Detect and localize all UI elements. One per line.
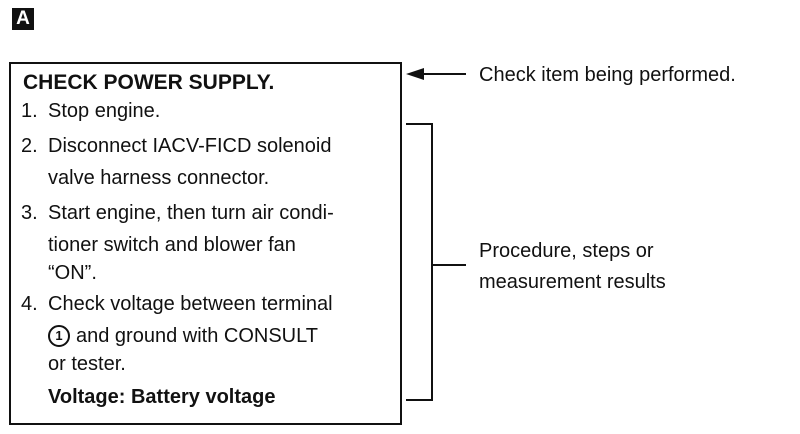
step-number: 3. — [21, 202, 38, 224]
step-text: and ground with CONSULT — [76, 325, 318, 347]
procedure-callout: Procedure, steps or measurement results — [479, 236, 666, 298]
step-2: 2. Disconnect IACV-FICD solenoid — [21, 133, 331, 160]
step-2-continuation: valve harness connector. — [48, 167, 270, 189]
step-number: 1. — [21, 100, 38, 122]
step-3-continuation: “ON”. — [48, 262, 97, 284]
terminal-number-icon: 1 — [48, 325, 70, 347]
step-3-continuation: tioner switch and blower fan — [48, 234, 296, 256]
arrow-head-icon — [406, 68, 424, 80]
step-3: 3. Start engine, then turn air condi- — [21, 200, 334, 227]
procedure-callout-line: measurement results — [479, 271, 666, 293]
section-badge: A — [12, 8, 34, 30]
step-text: Start engine, then turn air condi- — [48, 202, 334, 224]
step-text: Disconnect IACV-FICD solenoid — [48, 135, 332, 157]
check-item-title: CHECK POWER SUPPLY. — [23, 71, 275, 94]
procedure-bracket — [406, 123, 433, 401]
step-number: 4. — [21, 293, 38, 315]
step-1: 1. Stop engine. — [21, 98, 160, 125]
check-item-box: CHECK POWER SUPPLY. 1. Stop engine. 2. Dis… — [9, 62, 402, 425]
step-4: 4. Check voltage between terminal — [21, 291, 333, 318]
step-text: Stop engine. — [48, 100, 161, 122]
step-4-continuation: or tester. — [48, 353, 126, 375]
measurement-result: Voltage: Battery voltage — [48, 386, 276, 408]
check-item-callout: Check item being performed. — [479, 64, 736, 86]
step-4-continuation: 1 and ground with CONSULT — [48, 323, 318, 350]
procedure-callout-line: Procedure, steps or — [479, 240, 654, 262]
step-number: 2. — [21, 135, 38, 157]
step-text: Check voltage between terminal — [48, 293, 333, 315]
